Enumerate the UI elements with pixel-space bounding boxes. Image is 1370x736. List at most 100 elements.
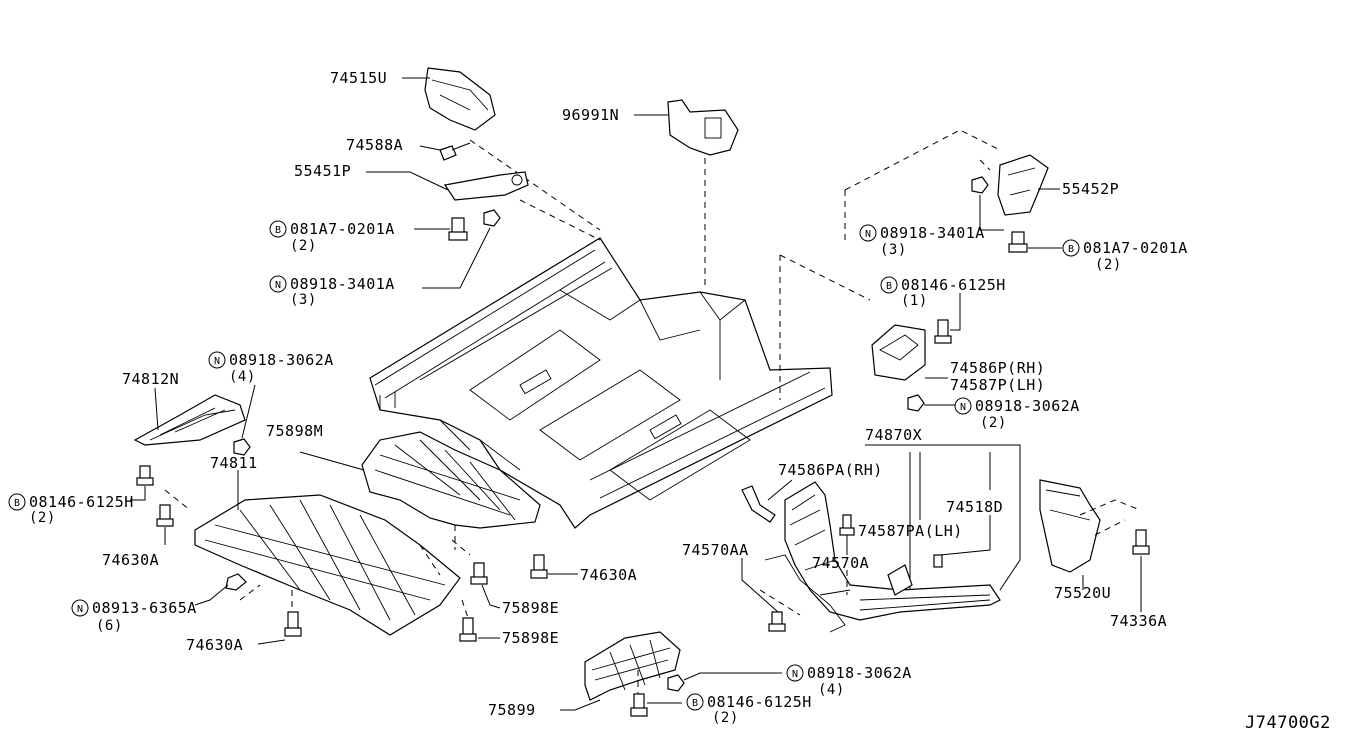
label-96991N: 96991N <box>562 106 619 124</box>
qty-081A7-left: (2) <box>290 238 317 254</box>
nut-08918-3401A-left <box>483 209 501 227</box>
bolt-74630A-bottom <box>284 611 302 637</box>
label-74811: 74811 <box>210 454 258 472</box>
bolt-74630A-mid <box>530 554 548 579</box>
qty-08918-3062A-bottom: (4) <box>818 682 845 698</box>
clip-75898E-b <box>459 617 477 642</box>
bracket-55452P <box>997 154 1049 216</box>
label-08918-3062A-bottom: 08918-3062A <box>807 664 912 682</box>
label-08918-3062A-right: 08918-3062A <box>975 397 1080 415</box>
bracket-75520U <box>1039 479 1101 573</box>
label-74812N: 74812N <box>122 370 179 388</box>
bolt-081A7-right <box>1008 231 1028 253</box>
label-74518D: 74518D <box>946 498 1003 516</box>
label-081A7-right: 081A7-0201A <box>1083 239 1188 257</box>
svg-text:N: N <box>960 402 966 413</box>
label-75898E-a: 75898E <box>502 599 559 617</box>
nut-symbol-08913: N <box>71 599 89 617</box>
bracket-74586PA <box>741 485 776 523</box>
nut-symbol-left: N <box>269 275 287 293</box>
svg-text:B: B <box>1068 244 1074 255</box>
svg-text:B: B <box>886 281 892 292</box>
bolt-74570A <box>839 514 855 536</box>
qty-08146-6125H-left: (2) <box>29 510 56 526</box>
qty-08146-6125H-bottom: (2) <box>712 710 739 726</box>
qty-08918-3062A-left: (4) <box>229 369 256 385</box>
cover-75898M <box>361 431 541 529</box>
label-75898E-b: 75898E <box>502 629 559 647</box>
label-74588A: 74588A <box>346 136 403 154</box>
label-55452P: 55452P <box>1062 180 1119 198</box>
label-74515U: 74515U <box>330 69 387 87</box>
svg-text:N: N <box>77 604 83 615</box>
label-74630A-left: 74630A <box>102 551 159 569</box>
bolt-74570AA <box>768 611 786 632</box>
bracket-74586P <box>871 324 926 381</box>
label-08913-6365A: 08913-6365A <box>92 599 197 617</box>
bolt-symbol-left: B <box>269 220 287 238</box>
label-74570A: 74570A <box>812 554 869 572</box>
label-74336A: 74336A <box>1110 612 1167 630</box>
svg-text:N: N <box>275 280 281 291</box>
nut-08918-3062A-bottom <box>667 674 685 692</box>
clip-75898E-a <box>470 562 488 585</box>
bolt-symbol-left-2: B <box>8 493 26 511</box>
bolt-08146-6125H-left <box>136 465 154 486</box>
cover-75899 <box>584 631 681 701</box>
qty-081A7-right: (2) <box>1095 257 1122 273</box>
rail-74870X <box>764 481 1001 633</box>
bolt-symbol-right: B <box>1062 239 1080 257</box>
nut-symbol-left-2: N <box>208 351 226 369</box>
svg-text:N: N <box>214 356 220 367</box>
svg-text:B: B <box>692 698 698 709</box>
label-74570AA: 74570AA <box>682 541 749 559</box>
bolt-74588A <box>439 142 471 161</box>
bolt-symbol-bottom: B <box>686 693 704 711</box>
nut-08918-3062A-right <box>907 394 925 412</box>
label-08918-3401A-left: 08918-3401A <box>290 275 395 293</box>
bracket-55451P <box>443 171 529 201</box>
label-74586PA: 74586PA(RH) <box>778 461 883 479</box>
bolt-081A7-left <box>448 217 468 241</box>
nut-08918-3062A-left <box>233 438 251 456</box>
diagram-code: J74700G2 <box>1245 713 1331 733</box>
label-74630A-mid: 74630A <box>580 566 637 584</box>
bolt-74518D <box>933 554 943 568</box>
label-74870X: 74870X <box>865 426 922 444</box>
bracket-74515U <box>424 67 496 131</box>
svg-text:B: B <box>14 498 20 509</box>
label-08146-6125H-bottom: 08146-6125H <box>707 693 812 711</box>
label-74587PA: 74587PA(LH) <box>858 522 963 540</box>
svg-text:N: N <box>792 669 798 680</box>
label-081A7-left: 081A7-0201A <box>290 220 395 238</box>
bolt-symbol-top: B <box>880 276 898 294</box>
qty-08918-3401A-left: (3) <box>290 292 317 308</box>
label-08918-3401A-right: 08918-3401A <box>880 224 985 242</box>
label-08146-6125H-top: 08146-6125H <box>901 276 1006 294</box>
floor-panel <box>369 237 833 529</box>
cover-74811 <box>194 494 461 636</box>
qty-08918-3062A-right: (2) <box>980 415 1007 431</box>
bolt-74336A <box>1132 529 1150 555</box>
label-74586P: 74586P(RH) <box>950 359 1045 377</box>
nut-symbol-right-2: N <box>954 397 972 415</box>
bolt-08146-6125H-top <box>934 319 952 344</box>
svg-text:B: B <box>275 225 281 236</box>
label-74587P: 74587P(LH) <box>950 376 1045 394</box>
label-74630A-bottom: 74630A <box>186 636 243 654</box>
nut-08918-3401A-right <box>971 176 989 194</box>
label-75899: 75899 <box>488 701 536 719</box>
bracket-74587PA <box>887 564 913 596</box>
cover-74812N <box>133 394 246 446</box>
svg-text:N: N <box>865 229 871 240</box>
bolt-08146-6125H-bottom <box>630 693 648 717</box>
nut-symbol-bottom: N <box>786 664 804 682</box>
label-75898M: 75898M <box>266 422 323 440</box>
bolt-74630A-left <box>156 504 174 527</box>
qty-08918-3401A-right: (3) <box>880 242 907 258</box>
bracket-96991N <box>667 99 739 156</box>
qty-08146-6125H-top: (1) <box>901 293 928 309</box>
label-08918-3062A-left: 08918-3062A <box>229 351 334 369</box>
label-75520U: 75520U <box>1054 584 1111 602</box>
